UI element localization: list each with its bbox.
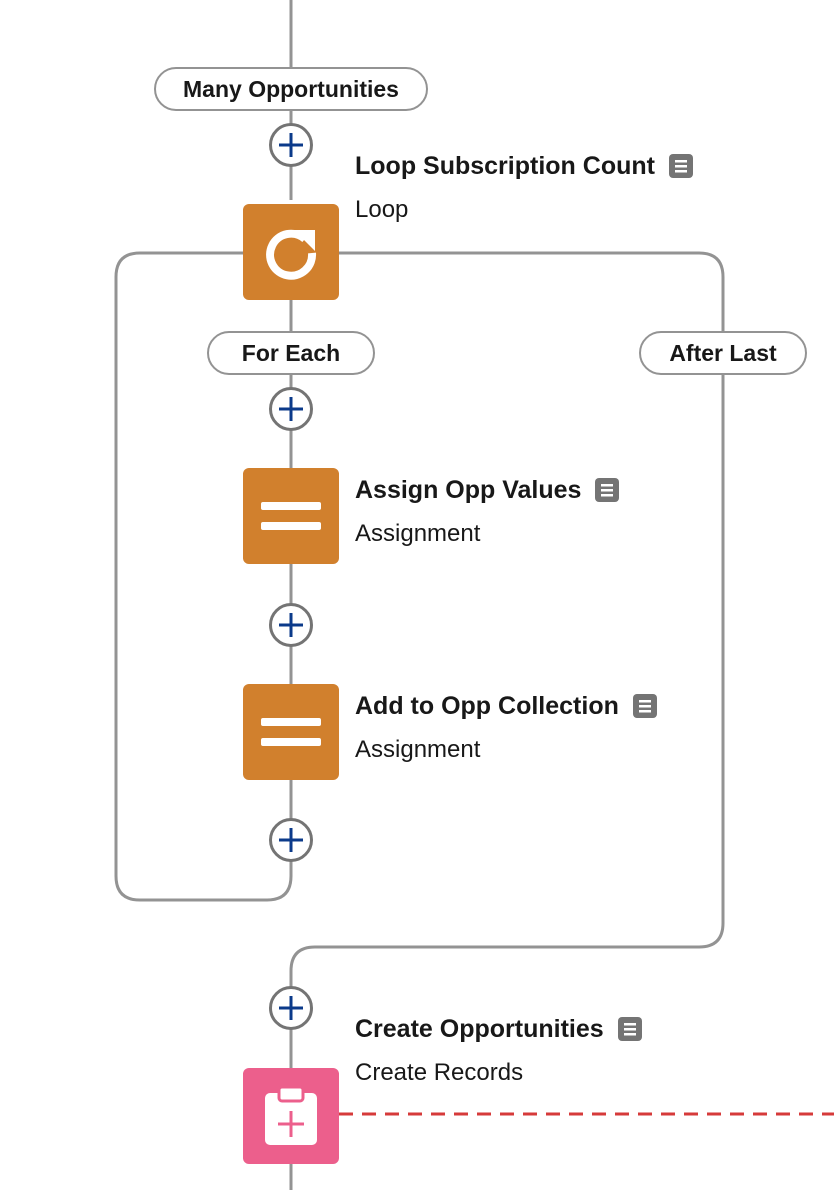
- loop-node-title: Loop Subscription Count: [355, 152, 655, 180]
- plus-icon: [279, 613, 303, 637]
- create-opportunities-node[interactable]: [243, 1068, 339, 1164]
- equals-icon: [261, 718, 321, 746]
- connector-after-last: [289, 251, 725, 1190]
- add-element-button[interactable]: [269, 387, 313, 431]
- loop-node-type: Loop: [355, 196, 409, 223]
- add-element-button[interactable]: [269, 818, 313, 862]
- assign-opp-values-title: Assign Opp Values: [355, 476, 582, 504]
- create-opportunities-label: Create Opportunities Create Records: [355, 1014, 642, 1088]
- clipboard-plus-icon: [265, 1085, 317, 1145]
- document-icon[interactable]: [617, 1017, 642, 1041]
- path-label-after-last: After Last: [639, 331, 807, 375]
- path-label-many-opportunities: Many Opportunities: [154, 67, 428, 111]
- plus-icon: [279, 996, 303, 1020]
- document-icon[interactable]: [595, 478, 620, 502]
- plus-icon: [279, 828, 303, 852]
- add-element-button[interactable]: [269, 603, 313, 647]
- loop-icon: [266, 229, 317, 280]
- add-to-opp-collection-label: Add to Opp Collection Assignment: [355, 691, 657, 765]
- document-icon[interactable]: [632, 694, 657, 718]
- assign-opp-values-type: Assignment: [355, 520, 481, 547]
- connector-loop-back: [114, 251, 293, 902]
- path-label-for-each: For Each: [207, 331, 375, 375]
- assign-opp-values-node[interactable]: [243, 468, 339, 564]
- add-element-button[interactable]: [269, 986, 313, 1030]
- add-element-button[interactable]: [269, 123, 313, 167]
- loop-node-label: Loop Subscription Count Loop: [355, 151, 693, 225]
- equals-icon: [261, 502, 321, 530]
- add-to-opp-collection-title: Add to Opp Collection: [355, 692, 619, 720]
- plus-icon: [279, 397, 303, 421]
- document-icon[interactable]: [668, 154, 693, 178]
- create-opportunities-title: Create Opportunities: [355, 1015, 604, 1043]
- plus-icon: [279, 133, 303, 157]
- create-opportunities-type: Create Records: [355, 1059, 524, 1086]
- loop-node[interactable]: [243, 204, 339, 300]
- add-to-opp-collection-type: Assignment: [355, 736, 481, 763]
- assign-opp-values-label: Assign Opp Values Assignment: [355, 475, 620, 549]
- add-to-opp-collection-node[interactable]: [243, 684, 339, 780]
